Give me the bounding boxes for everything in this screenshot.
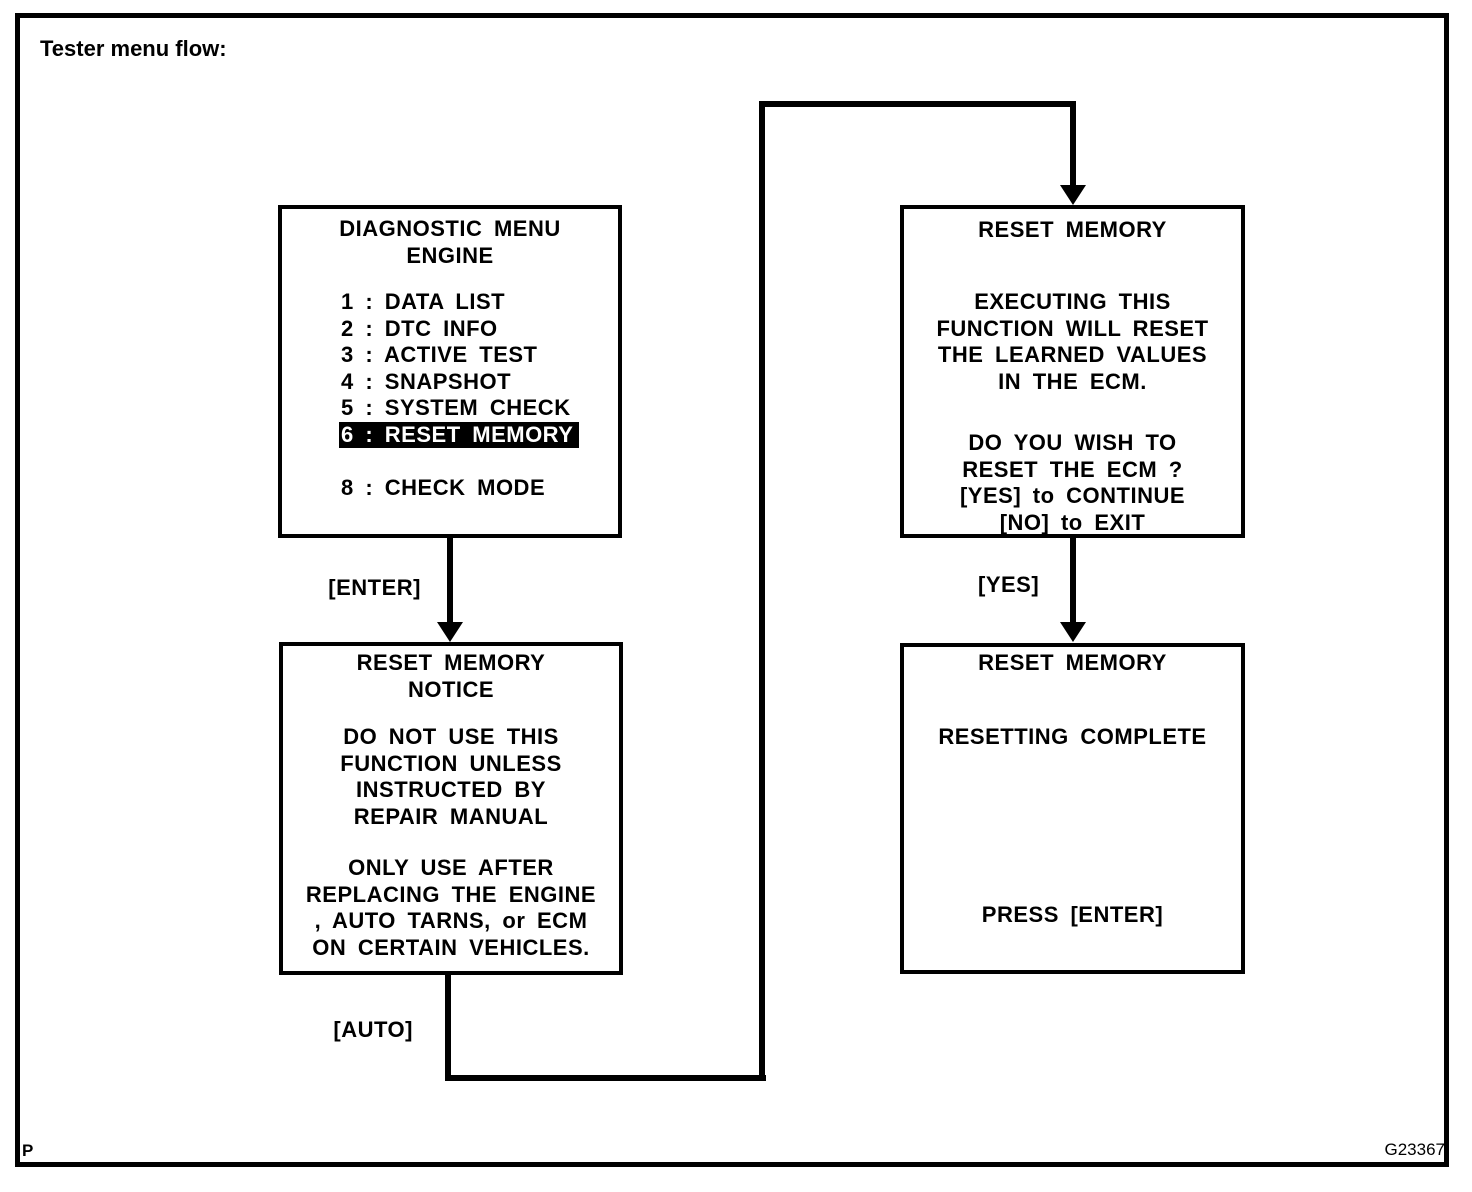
screen-title: RESET MEMORY	[904, 650, 1241, 677]
screen-text-line: [NO] to EXIT	[999, 509, 1146, 535]
menu-item-check-mode: 8 : CHECK MODE	[341, 474, 546, 500]
screen-text-line: INSTRUCTED BY	[356, 777, 546, 802]
auto-key-label: [AUTO]	[333, 1017, 413, 1042]
screen-title-line: RESET MEMORY	[978, 650, 1167, 675]
enter-key-label: [ENTER]	[328, 575, 421, 600]
screen-text-line: PRESS [ENTER]	[981, 902, 1164, 927]
menu-item-active-test: 3 : ACTIVE TEST	[341, 342, 538, 367]
screen-body: ONLY USE AFTER REPLACING THE ENGINE , AU…	[283, 855, 619, 961]
screen-title: RESET MEMORY	[904, 217, 1241, 244]
auto-connector-segment-bottom	[445, 1075, 766, 1081]
screen-text-line: THE LEARNED VALUES	[937, 342, 1208, 367]
screen-text-line: FUNCTION WILL RESET	[936, 315, 1209, 341]
screen-body: RESETTING COMPLETE	[904, 724, 1241, 751]
screen-text-line: RESET THE ECM ?	[962, 456, 1183, 482]
yes-arrow-stem	[1070, 538, 1076, 624]
enter-arrow-stem	[447, 538, 453, 624]
yes-key-label: [YES]	[978, 572, 1040, 597]
screen-text-line: REPAIR MANUAL	[353, 803, 549, 829]
screen-text-line: RESETTING COMPLETE	[938, 724, 1207, 749]
screen-text-line: DO YOU WISH TO	[968, 430, 1177, 455]
auto-connector-segment-up	[759, 101, 765, 1081]
screen-title-line: NOTICE	[407, 676, 495, 702]
auto-connector-segment-into-box	[1070, 101, 1076, 187]
diagnostic-menu-screen: DIAGNOSTIC MENU ENGINE 1 : DATA LIST 2 :…	[278, 205, 622, 538]
screen-body: PRESS [ENTER]	[904, 902, 1241, 929]
screen-title-line: RESET MEMORY	[356, 650, 546, 675]
screen-text-line: [YES] to CONTINUE	[959, 483, 1186, 508]
reset-memory-notice-screen: RESET MEMORY NOTICE DO NOT USE THIS FUNC…	[279, 642, 623, 975]
menu-item-snapshot: 4 : SNAPSHOT	[341, 368, 512, 394]
menu-items: 1 : DATA LIST 2 : DTC INFO 3 : ACTIVE TE…	[339, 289, 580, 501]
yes-arrowhead-icon	[1060, 622, 1086, 642]
screen-text-line: REPLACING THE ENGINE	[305, 881, 597, 907]
screen-title-line: ENGINE	[406, 242, 494, 268]
auto-arrowhead-icon	[1060, 185, 1086, 205]
figure-code: G23367	[1384, 1140, 1446, 1159]
menu-item-dtc-info: 2 : DTC INFO	[341, 315, 498, 341]
screen-text-line: ON CERTAIN VEHICLES.	[312, 934, 590, 960]
outer-border	[15, 13, 1449, 1167]
screen-title: RESET MEMORY NOTICE	[283, 650, 619, 703]
auto-connector-segment-top	[759, 101, 1076, 107]
screen-text-line: ONLY USE AFTER	[348, 855, 554, 880]
enter-arrowhead-icon	[437, 622, 463, 642]
page-corner-mark: P	[22, 1141, 34, 1160]
screen-text-line: , AUTO TARNS, or ECM	[314, 908, 588, 933]
screen-text-line: EXECUTING THIS	[974, 289, 1171, 314]
auto-connector-segment-down	[445, 973, 451, 1081]
screen-title-line: DIAGNOSTIC MENU	[339, 216, 561, 241]
screen-text-line: FUNCTION UNLESS	[340, 750, 562, 776]
screen-title-line: RESET MEMORY	[978, 217, 1167, 242]
menu-item-data-list: 1 : DATA LIST	[341, 289, 506, 314]
menu-item-system-check: 5 : SYSTEM CHECK	[341, 395, 571, 420]
menu-spacer	[341, 448, 579, 475]
page-title: Tester menu flow:	[40, 36, 227, 61]
screen-body: DO YOU WISH TO RESET THE ECM ? [YES] to …	[904, 430, 1241, 536]
screen-text-line: DO NOT USE THIS	[343, 724, 559, 749]
screen-body: DO NOT USE THIS FUNCTION UNLESS INSTRUCT…	[283, 724, 619, 830]
reset-complete-screen: RESET MEMORY RESETTING COMPLETE PRESS [E…	[900, 643, 1245, 974]
screen-title: DIAGNOSTIC MENU ENGINE	[282, 216, 618, 269]
menu-item-reset-memory-highlighted: 6 : RESET MEMORY	[339, 421, 580, 448]
reset-memory-confirm-screen: RESET MEMORY EXECUTING THIS FUNCTION WIL…	[900, 205, 1245, 538]
screen-text-line: IN THE ECM.	[998, 368, 1147, 394]
screen-body: EXECUTING THIS FUNCTION WILL RESET THE L…	[904, 289, 1241, 395]
